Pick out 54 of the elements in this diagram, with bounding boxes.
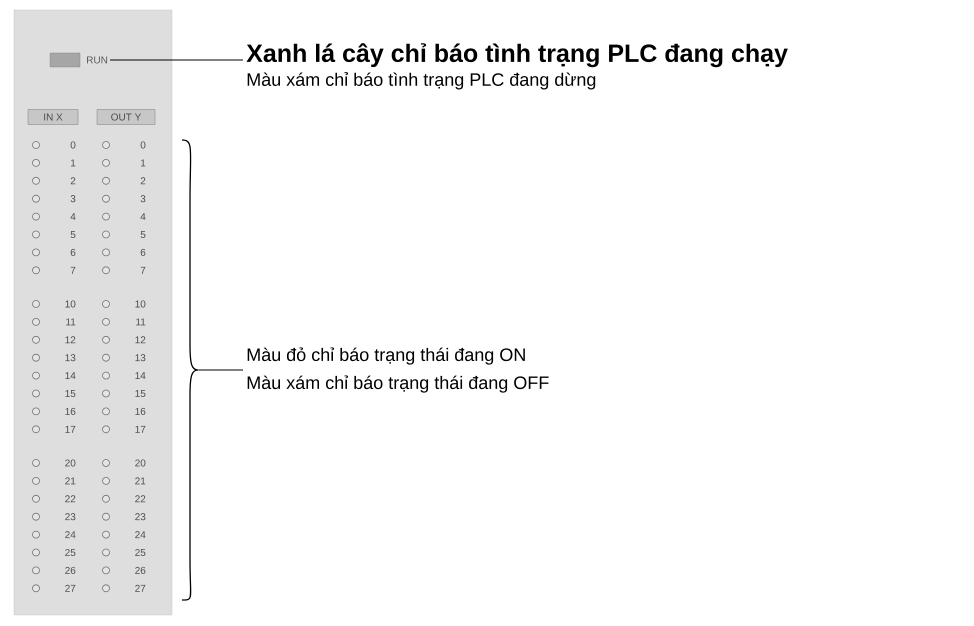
header-box: OUT Y <box>96 109 156 125</box>
channel-number: 14 <box>135 372 146 380</box>
channel-number: 10 <box>65 300 76 308</box>
channel-number: 6 <box>70 248 76 256</box>
channel-number: 4 <box>70 213 76 220</box>
annotation-text: Màu đỏ chỉ báo trạng thái đang ON Màu xám chỉ báo trạng thái đang OFF <box>248 347 549 393</box>
channel-number: 16 <box>135 408 146 415</box>
channel-number: 15 <box>65 390 76 397</box>
channel-number: 27 <box>135 584 146 592</box>
channel-number: 25 <box>65 548 76 556</box>
channel-number: 13 <box>65 354 76 362</box>
channel-number: 14 <box>65 372 76 380</box>
channel-number: 25 <box>135 548 146 556</box>
annotation-text: Xanh lá cây chỉ báo tình trạng PLC đang chạy Màu xám chỉ báo tình trạng PLC đang dừng <box>246 43 788 90</box>
channel-number: 7 <box>70 266 76 274</box>
channel-number: 2 <box>70 177 76 184</box>
channel-number: 2 <box>140 177 146 184</box>
channel-number: 24 <box>65 531 76 538</box>
channel-number: 21 <box>135 477 146 484</box>
channel-number: 3 <box>70 195 76 202</box>
channel-number: 11 <box>136 318 146 326</box>
channel-number: 13 <box>135 354 146 362</box>
channel-number: 22 <box>135 495 146 502</box>
channel-number: 3 <box>140 195 146 202</box>
channel-number: 6 <box>140 248 146 256</box>
channel-number: 0 <box>140 141 146 149</box>
channel-number: 23 <box>65 513 76 520</box>
channel-number: 24 <box>135 531 146 538</box>
channel-number: 0 <box>70 141 76 149</box>
channel-number: 5 <box>140 231 146 238</box>
channel-number: 1 <box>141 159 146 166</box>
channel-number: 20 <box>135 459 146 467</box>
channel-number: 17 <box>135 426 146 433</box>
channel-number: 16 <box>65 408 76 415</box>
channel-number: 20 <box>65 459 76 467</box>
header-box: IN X <box>28 109 78 125</box>
channel-number: 17 <box>65 426 76 433</box>
channel-number: 26 <box>65 566 76 574</box>
channel-number: 12 <box>65 336 76 344</box>
brace <box>182 139 199 601</box>
channel-number: 27 <box>65 584 76 592</box>
indicator-label: RUN <box>87 56 108 64</box>
channel-number: 7 <box>140 266 146 274</box>
channel-number: 26 <box>135 566 146 574</box>
channel-number: 1 <box>71 159 76 166</box>
channel-number: 5 <box>70 231 76 238</box>
channel-number: 11 <box>66 318 76 326</box>
channel-number: 4 <box>140 213 146 220</box>
channel-number: 22 <box>65 495 76 502</box>
channel-number: 21 <box>65 477 76 484</box>
channel-number: 15 <box>135 390 146 397</box>
channel-number: 10 <box>135 300 146 308</box>
channel-number: 12 <box>135 336 146 344</box>
channel-number: 23 <box>135 513 146 520</box>
